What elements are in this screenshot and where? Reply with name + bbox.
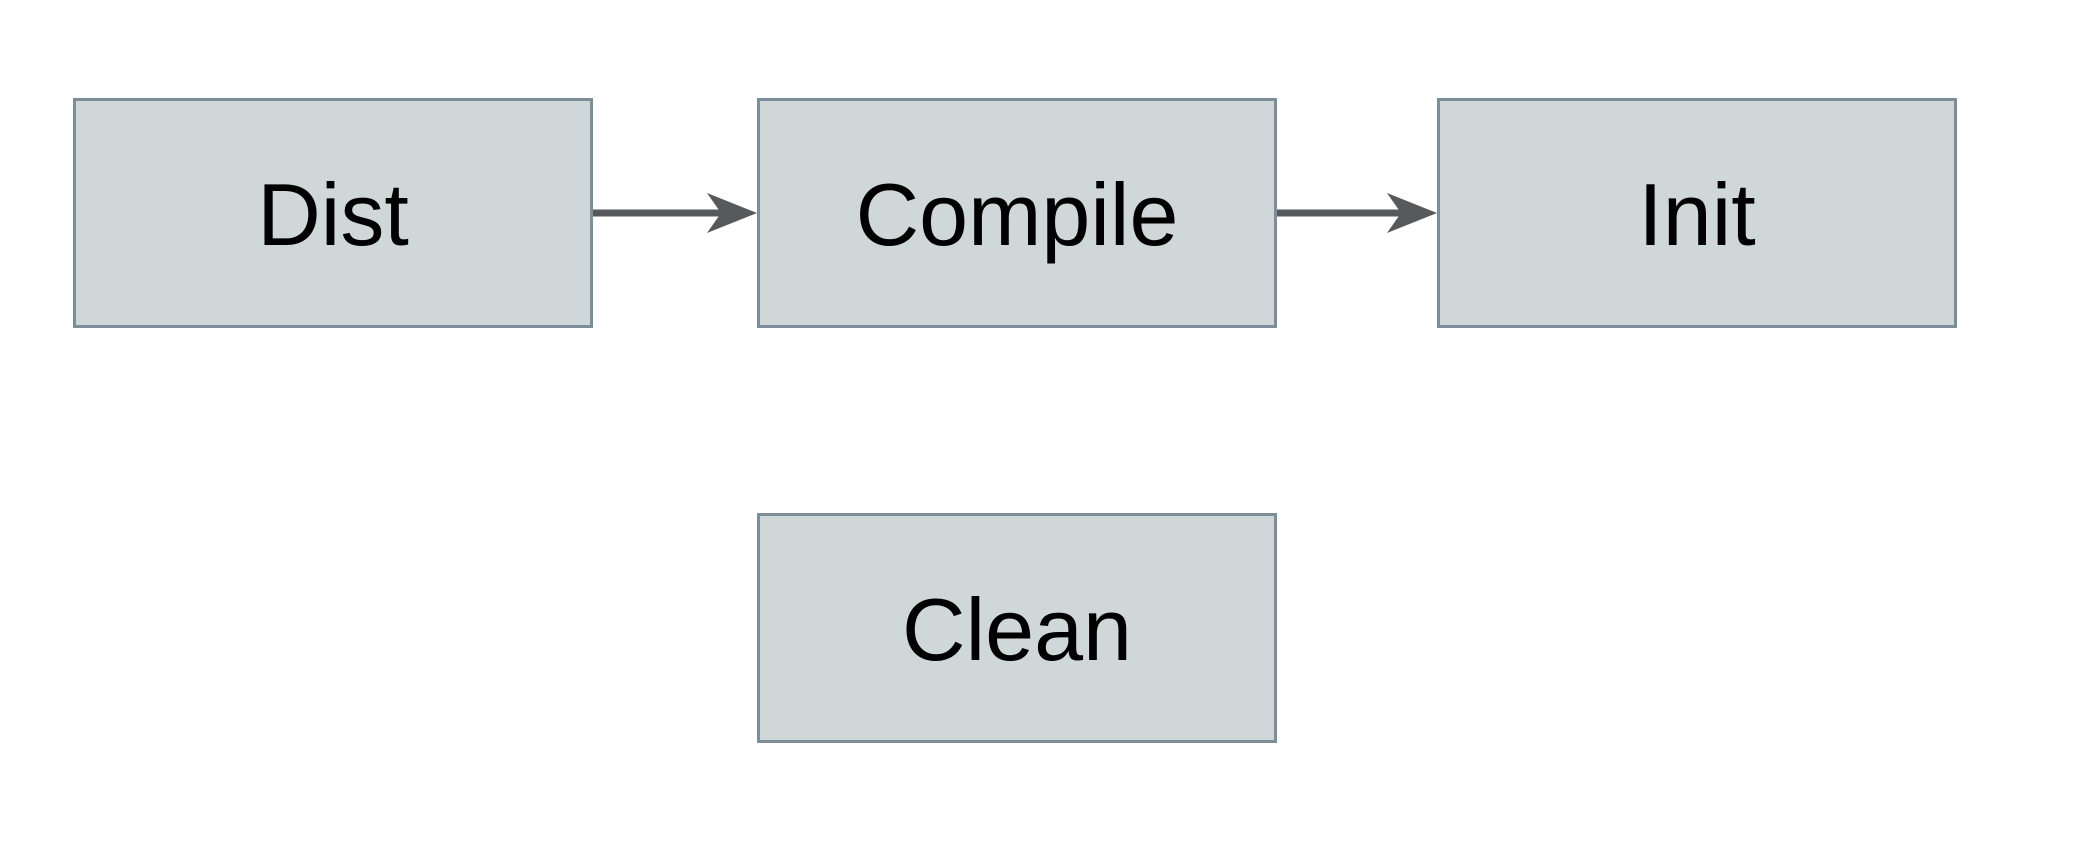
node-clean-label: Clean — [902, 580, 1132, 679]
node-clean: Clean — [757, 513, 1277, 743]
arrow-compile-to-init — [1277, 193, 1437, 233]
node-compile-label: Compile — [855, 165, 1179, 264]
node-init-label: Init — [1638, 165, 1756, 264]
node-dist: Dist — [73, 98, 593, 328]
arrow-dist-to-compile — [593, 193, 757, 233]
node-dist-label: Dist — [257, 165, 409, 264]
node-init: Init — [1437, 98, 1957, 328]
node-compile: Compile — [757, 98, 1277, 328]
